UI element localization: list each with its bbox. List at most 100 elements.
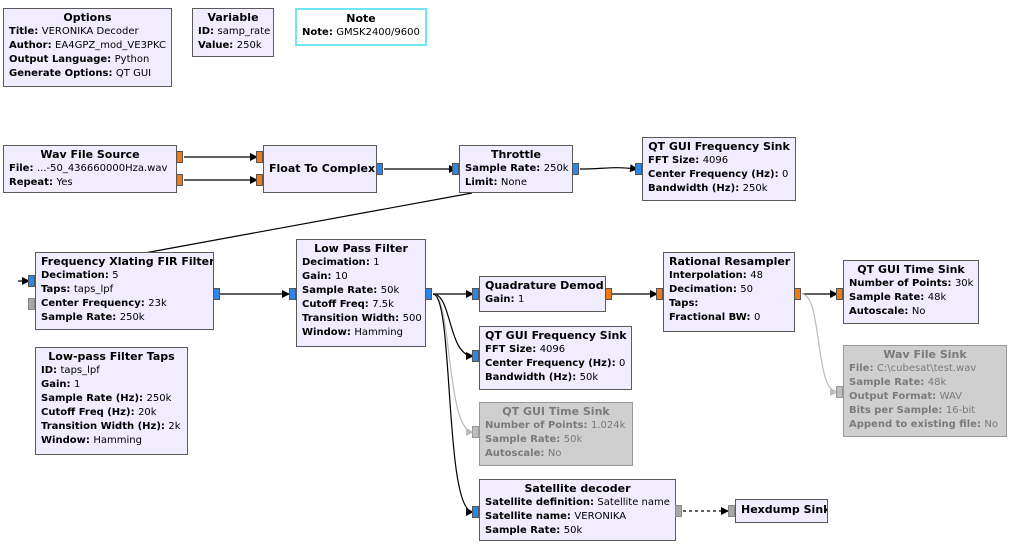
- block-param: Bandwidth (Hz): 250k: [648, 183, 768, 194]
- param-key: Center Frequency: [41, 298, 141, 309]
- block-title: Frequency Xlating FIR Filter: [41, 255, 214, 268]
- param-key: Note: [302, 27, 329, 38]
- satdec-in-port[interactable]: [472, 506, 479, 518]
- f2c-in-port-re[interactable]: [256, 151, 263, 163]
- param-key: Interpolation: [669, 270, 743, 281]
- block-param: Taps: taps_lpf: [41, 284, 114, 295]
- param-key: Sample Rate: [302, 285, 374, 296]
- param-key: Bits per Sample: [849, 405, 939, 416]
- block-param: Center Frequency: 23k: [41, 298, 167, 309]
- param-value: No: [547, 448, 562, 459]
- wire-lpf-time2: [432, 293, 474, 436]
- block-param: ID: taps_lpf: [41, 365, 100, 376]
- block-param: Taps:: [669, 298, 699, 309]
- param-key: Number of Points: [849, 278, 948, 289]
- qt-time1-in-port[interactable]: [836, 288, 843, 300]
- block-param: ID: samp_rate: [198, 26, 271, 37]
- f2c-in-port-im[interactable]: [256, 174, 263, 186]
- param-key: Center Frequency (Hz): [648, 169, 775, 180]
- block-title: Wav File Source: [40, 148, 140, 161]
- block-param: Repeat: Yes: [9, 177, 73, 188]
- param-value: 500: [402, 313, 422, 324]
- param-key: Sample Rate: [849, 377, 921, 388]
- f2c-out-port[interactable]: [376, 163, 383, 175]
- qt-time2-in-port[interactable]: [472, 426, 479, 438]
- block-param: File: C:\cubesat\test.wav: [849, 363, 977, 374]
- resamp-out-port[interactable]: [794, 288, 801, 300]
- param-value: Satellite name: [597, 497, 670, 508]
- param-value: No: [984, 419, 999, 430]
- param-value: 48: [750, 270, 763, 281]
- param-value: 4096: [539, 344, 566, 355]
- block-param: Center Frequency (Hz): 0: [648, 169, 789, 180]
- wire-throttle-freq: [579, 164, 638, 173]
- param-key: Sample Rate (Hz): [41, 393, 140, 404]
- block-param: Decimation: 50: [669, 284, 754, 295]
- param-value: 250k: [742, 183, 768, 194]
- param-value: GMSK2400/9600: [336, 27, 420, 38]
- block-title: Float To Complex: [269, 162, 376, 175]
- xlat-freq-in-port[interactable]: [28, 298, 35, 310]
- param-value: VERONIKA: [574, 511, 627, 522]
- satdec-msg-out-port[interactable]: [675, 505, 682, 517]
- param-key: Sample Rate: [485, 525, 557, 536]
- hexdump-sink-block[interactable]: Hexdump Sink: [735, 499, 828, 523]
- param-value: Yes: [56, 177, 73, 188]
- block-param: Satellite name: VERONIKA: [485, 511, 627, 522]
- param-key: Transition Width (Hz): [41, 421, 161, 432]
- block-param: Sample Rate: 250k: [41, 312, 145, 323]
- param-value: taps_lpf: [60, 365, 100, 376]
- float-to-complex-block[interactable]: Float To Complex: [263, 145, 377, 193]
- block-param: Bandwidth (Hz): 50k: [485, 372, 599, 383]
- resamp-in-port[interactable]: [656, 288, 663, 300]
- lpf-in-port[interactable]: [289, 288, 296, 300]
- param-key: Gain: [302, 271, 328, 282]
- block-param: File: ...-50_436660000Hza.wav: [9, 163, 168, 174]
- param-key: Repeat: [9, 177, 49, 188]
- quad-out-port[interactable]: [605, 288, 612, 300]
- xlat-out-port[interactable]: [213, 288, 220, 300]
- param-value: QT GUI: [115, 68, 152, 79]
- param-key: Number of Points: [485, 420, 584, 431]
- qt-freq1-in-port[interactable]: [635, 163, 642, 175]
- block-title: Low-pass Filter Taps: [48, 350, 175, 363]
- param-value: WAV: [939, 391, 962, 402]
- block-param: Center Frequency (Hz): 0: [485, 358, 626, 369]
- param-value: 48k: [927, 377, 947, 388]
- param-value: Python: [114, 54, 150, 65]
- qt-freq2-in-port[interactable]: [472, 350, 479, 362]
- block-param: Transition Width (Hz): 2k: [41, 421, 181, 432]
- block-param: Autoscale: No: [485, 448, 562, 459]
- wav-source-out-port-0[interactable]: [176, 151, 183, 163]
- block-param: Note: GMSK2400/9600: [302, 27, 420, 38]
- param-key: Sample Rate: [485, 434, 557, 445]
- param-value: taps_lpf: [73, 284, 114, 295]
- quad-in-port[interactable]: [472, 288, 479, 300]
- xlat-in-port[interactable]: [28, 275, 35, 287]
- block-param: Limit: None: [465, 177, 528, 188]
- throttle-in-port[interactable]: [452, 163, 459, 175]
- hexdump-in-port[interactable]: [728, 505, 735, 517]
- lpf-out-port[interactable]: [425, 288, 432, 300]
- wav-source-out-port-1[interactable]: [176, 174, 183, 186]
- throttle-out-port[interactable]: [572, 163, 579, 175]
- param-key: Author: [9, 40, 48, 51]
- wav-sink-in-port[interactable]: [836, 386, 843, 398]
- param-value: 16-bit: [945, 405, 976, 416]
